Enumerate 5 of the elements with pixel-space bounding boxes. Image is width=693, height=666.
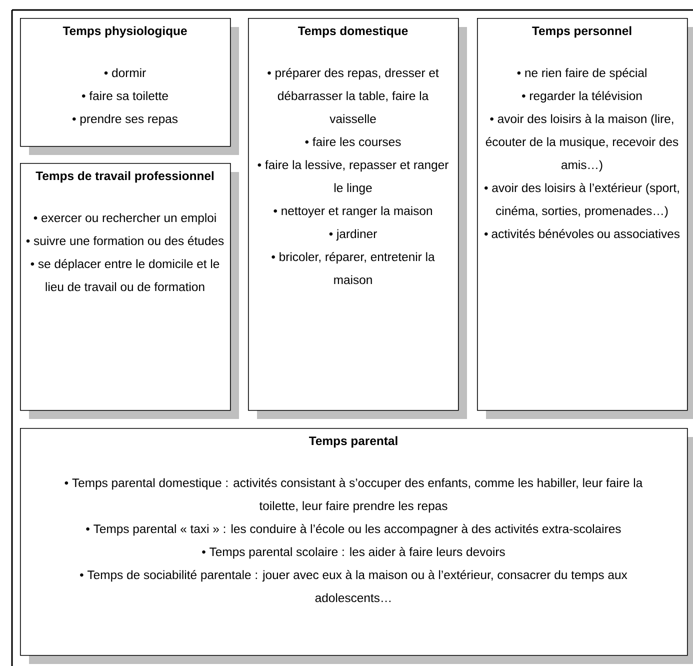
category-box: Temps parental • Temps parental domestique : activités consistant à s’occuper des enfants, comme les habiller, leur faire la toilette, leur faire prendre les repas • Temps parental « taxi » : les conduire à l’école ou les accompagner à des activités extra-scolaires • Temps parental scolaire : les aider à faire leurs devoirs • Temps de sociabilité parentale : jouer avec eux à la maison ou à l’extérieur, consacrer du temps aux adolescents… — [20, 428, 693, 664]
category-box: Temps physiologique • dormir • faire sa toilette • prendre ses repas — [20, 18, 239, 155]
category-box: Temps de travail professionnel • exercer ou rechercher un emploi • suivre une formation ou des études • se déplacer entre le domicile et le lieu de travail ou de formation — [20, 163, 239, 419]
category-box: Temps domestique • préparer des repas, dresser et débarrasser la table, faire la vaisselle • faire les courses • faire la lessive, repasser et ranger le linge • nettoyer et ranger la maison • jardiner • bricoler, réparer, entretenir la maison — [248, 18, 467, 419]
category-box: Temps personnel • ne rien faire de spécial • regarder la télévision • avoir des loisirs à la maison (lire, écouter de la musique, recevoir des amis…) • avoir des loisirs à l’extérieur (sport, cinéma, sorties, promenades…) • activités bénévoles ou associatives — [477, 18, 693, 419]
